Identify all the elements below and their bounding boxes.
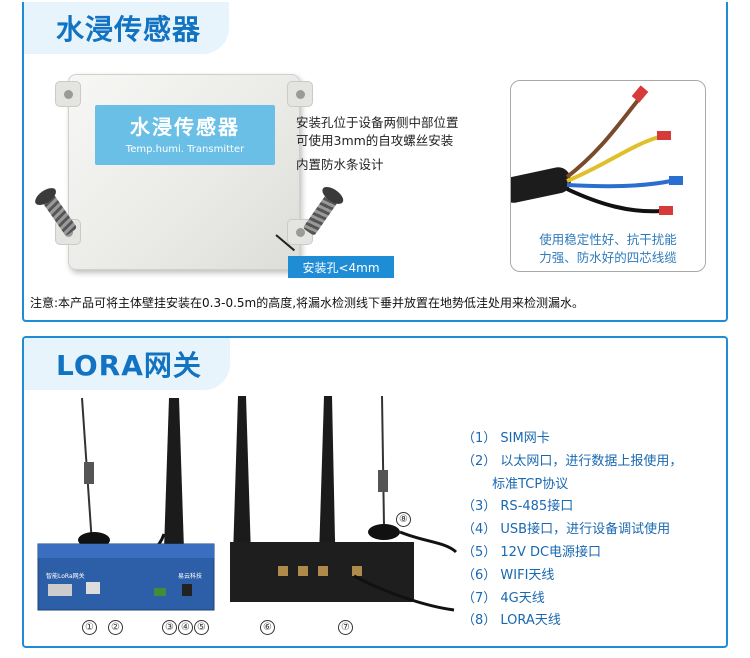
rs485-port (154, 588, 166, 596)
marker-7: ⑦ (338, 620, 353, 635)
sensor-label: 水浸传感器 Temp.humi. Transmitter (95, 105, 275, 165)
list-item: （5） 12V DC电源接口 (462, 544, 602, 560)
hole-size-badge: 安装孔<4mm (288, 256, 394, 278)
list-item: （6） WIFI天线 (462, 567, 555, 583)
lora-gateway-panel: LORA网关 智能LoRa网关 易云科技 ① ② ③ ④ ⑤ ⑥ ⑦ (22, 336, 728, 648)
marker-4: ④ (178, 620, 193, 635)
cable-caption-line1: 使用稳定性好、抗干扰能 (539, 232, 677, 247)
marker-2: ② (108, 620, 123, 635)
sensor-label-en: Temp.humi. Transmitter (125, 144, 245, 155)
mount-ear (287, 81, 313, 107)
cable-caption: 使用稳定性好、抗干扰能 力强、防水好的四芯线缆 (511, 231, 705, 267)
device-brand: 易云科技 (178, 572, 202, 580)
lora-gateway-title-tab: LORA网关 (24, 338, 230, 390)
feature-list: （1） SIM网卡 （2） 以太网口，进行数据上报使用， 标准TCP协议 （3）… (462, 428, 682, 633)
install-desc-line3: 内置防水条设计 (296, 157, 384, 172)
sensor-label-cn: 水浸传感器 (130, 115, 240, 139)
mount-ear (55, 81, 81, 107)
list-item: 标准TCP协议 (462, 476, 569, 492)
water-sensor-title: 水浸传感器 (56, 13, 202, 46)
cable-caption-line2: 力强、防水好的四芯线缆 (539, 250, 677, 265)
four-core-cable-icon (501, 85, 683, 215)
power-port (182, 584, 192, 596)
water-sensor-title-tab: 水浸传感器 (24, 2, 230, 54)
install-desc-line2: 可使用3mm的自攻螺丝安装 (296, 133, 454, 148)
screw-icon (302, 191, 340, 237)
marker-6: ⑥ (260, 620, 275, 635)
marker-8: ⑧ (396, 512, 411, 527)
list-item: （4） USB接口，进行设备调试使用 (462, 522, 671, 538)
install-desc-line1: 安装孔位于设备两侧中部位置 (296, 115, 459, 130)
device-label-small: 智能LoRa网关 (46, 572, 85, 580)
marker-5: ⑤ (194, 620, 209, 635)
list-item: （2） 以太网口，进行数据上报使用， (462, 453, 683, 469)
sim-slot (48, 584, 72, 596)
gateway-front-view: 智能LoRa网关 易云科技 (37, 397, 215, 611)
cable-card: 使用稳定性好、抗干扰能 力强、防水好的四芯线缆 (501, 80, 706, 272)
ethernet-port (86, 582, 100, 594)
water-sensor-device: 水浸传感器 Temp.humi. Transmitter (55, 74, 313, 270)
marker-1: ① (82, 620, 97, 635)
gateway-rear-view (230, 395, 458, 612)
marker-3: ③ (162, 620, 177, 635)
water-sensor-panel: 水浸传感器 水浸传感器 Temp.humi. Transmitter 安装孔位于… (22, 2, 728, 322)
lora-gateway-title: LORA网关 (56, 349, 202, 382)
install-note: 注意:本产品可将主体壁挂安装在0.3-0.5m的高度,将漏水检测线下垂并放置在地… (30, 296, 585, 310)
list-item: （7） 4G天线 (462, 590, 545, 606)
list-item: （3） RS-485接口 (462, 499, 574, 515)
list-item: （8） LORA天线 (462, 613, 561, 629)
list-item: （1） SIM网卡 (462, 431, 550, 446)
